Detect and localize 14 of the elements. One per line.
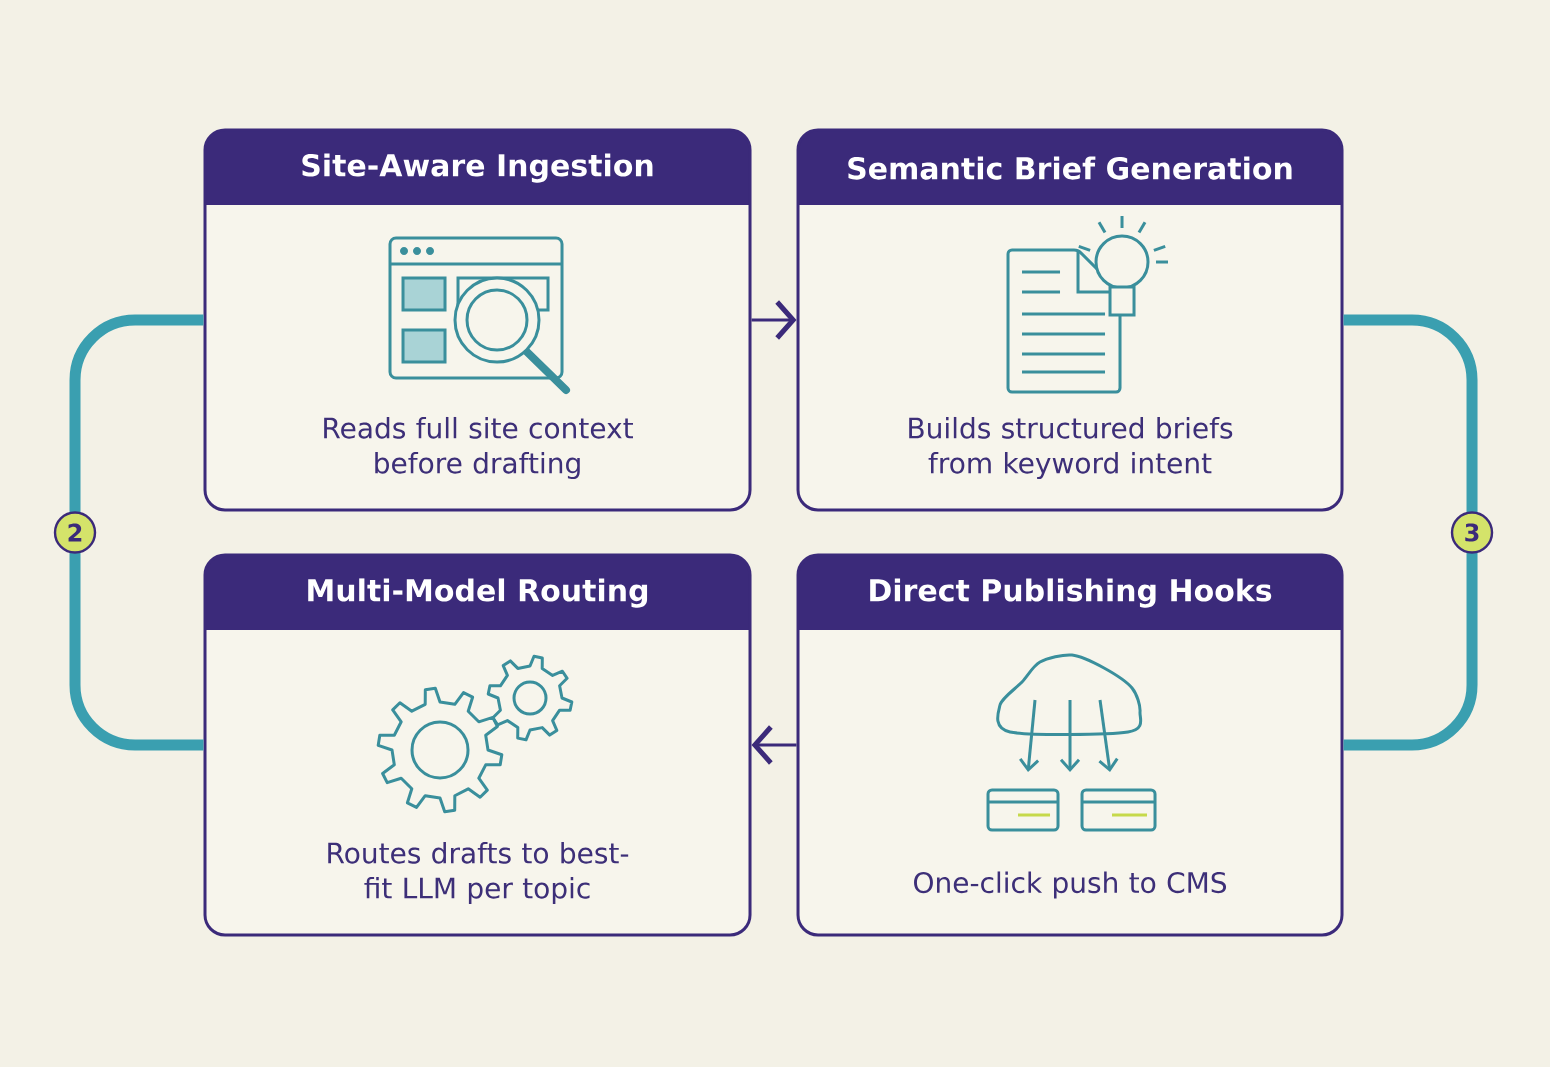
card-heading: Direct Publishing Hooks <box>870 578 1272 608</box>
card-heading: Semantic Brief Generation <box>848 156 1292 180</box>
process-card <box>796 553 1344 937</box>
step-badge: 3 <box>1450 511 1494 554</box>
card-heading: Site-Aware Ingestion <box>302 153 653 183</box>
card-description: Builds structured briefs from keyword intent <box>909 416 1233 480</box>
card-description: Routes drafts to best-fit LLM per topic <box>328 841 629 905</box>
card-description: One-click push to CMS <box>914 871 1227 899</box>
step-badge: 2 <box>53 511 97 554</box>
process-card <box>203 553 752 937</box>
process-card <box>203 128 752 512</box>
process-card <box>796 128 1344 512</box>
card-heading: Multi-Model Routing <box>308 578 648 608</box>
card-description: Reads full site context before drafting <box>324 416 633 480</box>
